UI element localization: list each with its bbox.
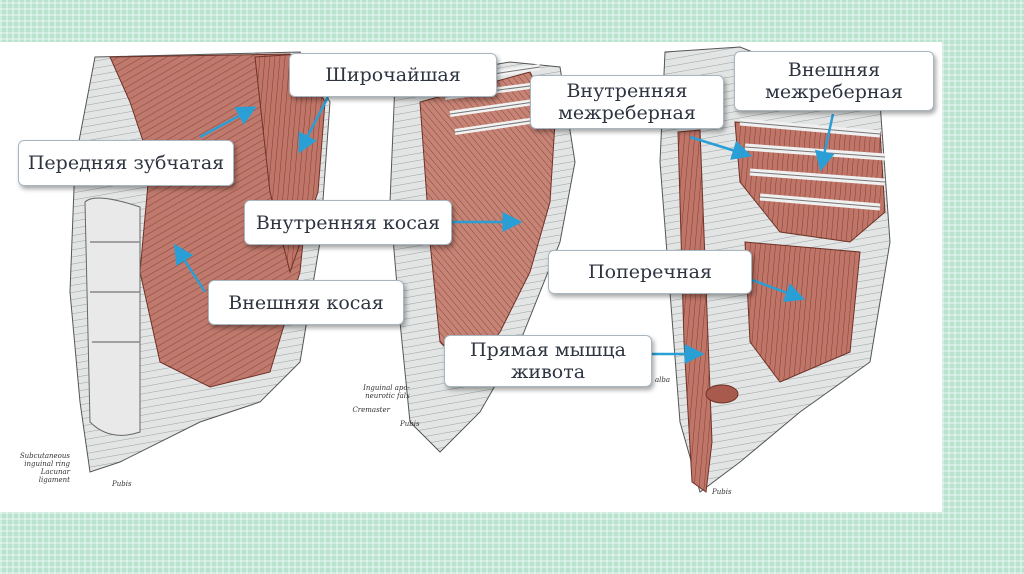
label-transverse: Поперечная (548, 250, 752, 294)
label-latissimus: Широчайшая (289, 53, 497, 97)
pubis-annotation-3: Pubis (712, 488, 742, 496)
figure-external-oblique (70, 52, 330, 472)
linea-alba-annotation: alba (655, 376, 680, 384)
slide-canvas: Inguinal apo- neurotic falx Cremaster Pu… (0, 42, 942, 512)
label-internal-oblique: Внутренняя косая (244, 200, 452, 245)
label-external-oblique: Внешняя косая (208, 280, 404, 325)
cremaster-annotation: Cremaster (320, 406, 390, 414)
label-internal-intercostal: Внутренняя межреберная (530, 75, 724, 129)
label-serratus-anterior: Передняя зубчатая (18, 140, 234, 186)
pubis-annotation-1: Pubis (400, 420, 430, 428)
label-rectus-abdominis: Прямая мышца живота (444, 335, 652, 387)
inguinal-falx-annotation: Inguinal apo- neurotic falx (300, 384, 410, 400)
label-external-intercostal: Внешняя межреберная (734, 51, 934, 111)
pubis-annotation-2: Pubis (112, 480, 142, 488)
subcutaneous-ring-annotation: Subcutaneous inguinal ring Lacunar ligam… (5, 452, 70, 484)
abdominal-muscles-illustration (0, 42, 942, 512)
